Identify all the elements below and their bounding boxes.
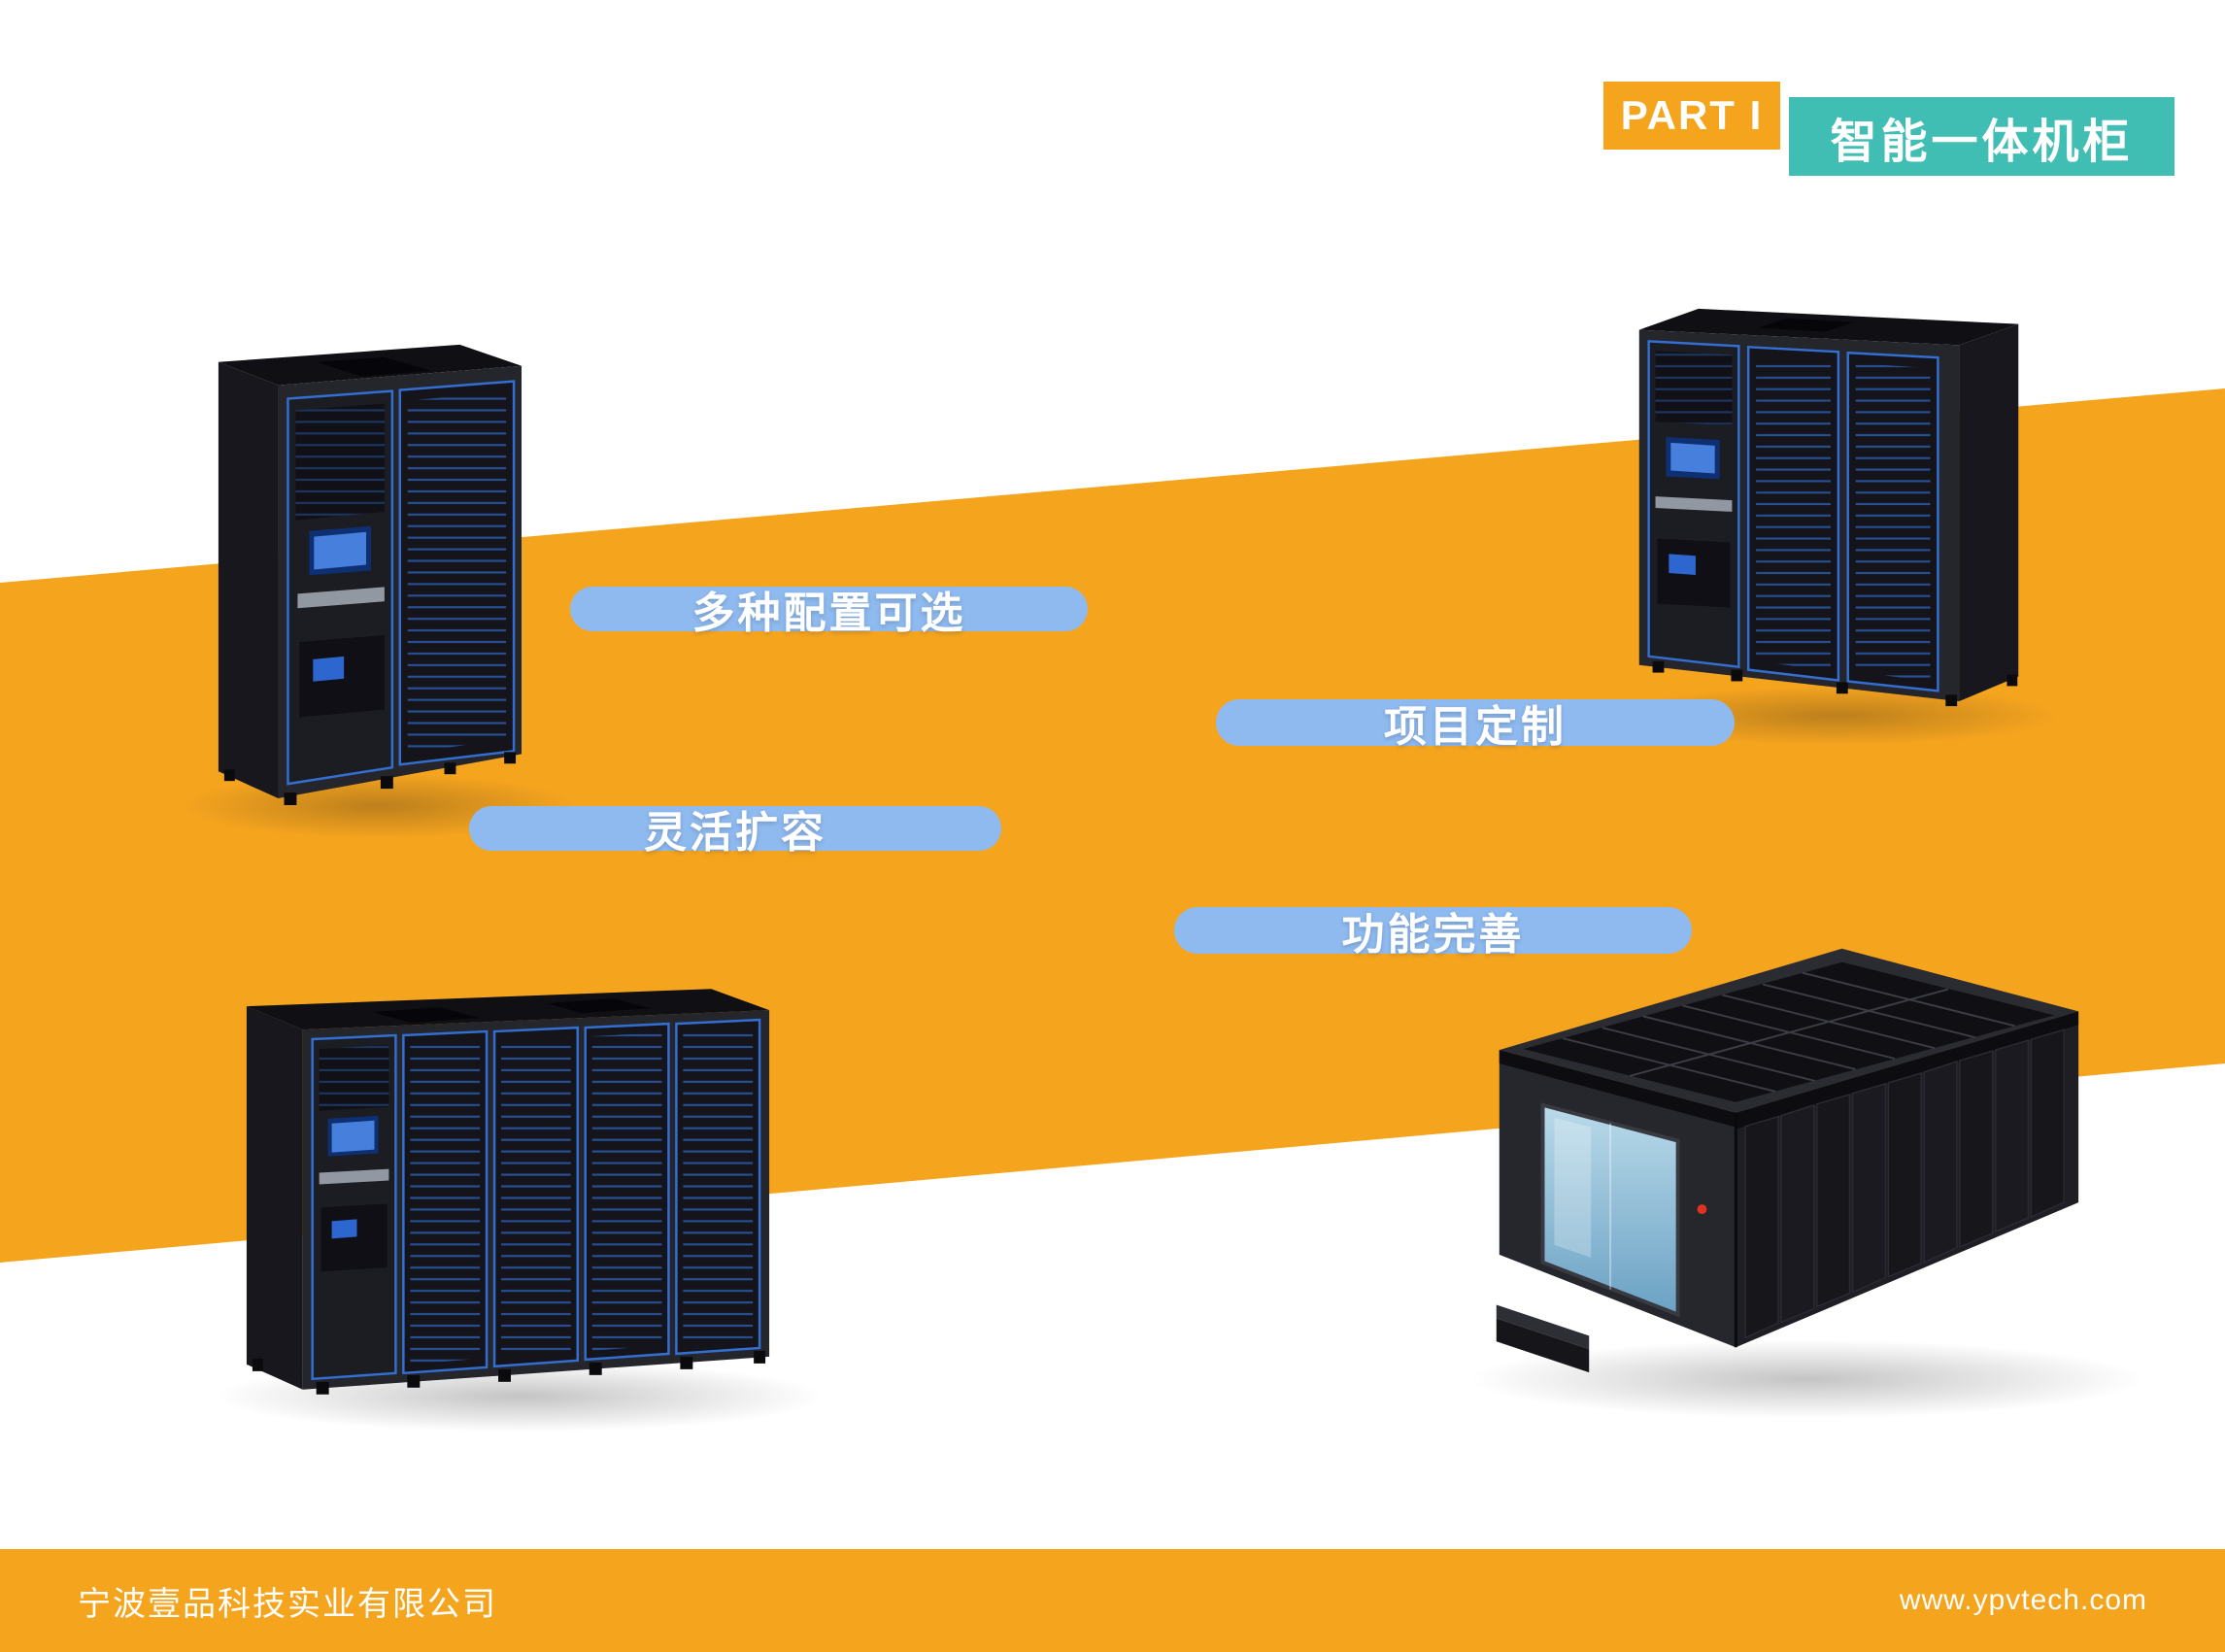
feature-label: 多种配置可选 <box>691 590 966 637</box>
container-module-illustration <box>1496 948 2079 1373</box>
five-bay-cabinet-row-illustration <box>246 989 770 1395</box>
feature-pill-functions: 功能完善 <box>1174 907 1692 959</box>
product-image-five-bay-cabinet-row <box>227 971 789 1407</box>
product-image-triple-bay-cabinet <box>1624 291 2036 723</box>
dual-bay-cabinet-illustration <box>218 344 523 806</box>
section-title: 智能一体机柜 <box>1830 116 2134 168</box>
feature-pill-customization: 项目定制 <box>1216 699 1735 751</box>
feature-pill-expansion: 灵活扩容 <box>469 806 1001 857</box>
feature-pill-configurations: 多种配置可选 <box>570 587 1088 637</box>
section-title-badge: 智能一体机柜 <box>1789 97 2174 176</box>
company-name: 宁波壹品科技实业有限公司 <box>78 1585 497 1623</box>
part-badge-label: PART I <box>1620 92 1764 138</box>
product-image-dual-bay-cabinet <box>201 323 529 806</box>
feature-label: 项目定制 <box>1384 703 1567 751</box>
product-image-container-module <box>1446 915 2112 1388</box>
footer-bar: 宁波壹品科技实业有限公司 www.ypvtech.com <box>0 1549 2225 1652</box>
feature-label: 功能完善 <box>1341 911 1525 959</box>
triple-bay-cabinet-illustration <box>1638 308 2019 707</box>
part-badge: PART I <box>1603 82 1780 150</box>
feature-label: 灵活扩容 <box>644 809 826 857</box>
website-url: www.ypvtech.com <box>1899 1584 2147 1616</box>
